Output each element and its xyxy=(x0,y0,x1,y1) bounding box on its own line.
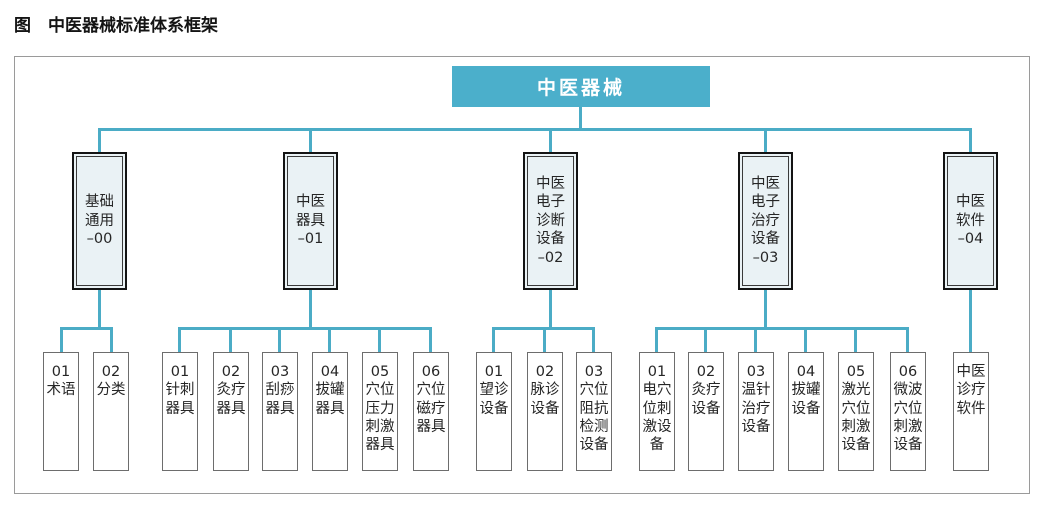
node-group-4-label: 中医 软件 –04 xyxy=(947,156,994,286)
node-g3-c4-label: 05 激光 穴位 刺激 设备 xyxy=(841,364,871,454)
node-g3-c5: 06 微波 穴位 刺激 设备 xyxy=(890,352,926,471)
node-g3-c1-label: 02 灸疗 设备 xyxy=(691,364,721,417)
figure-label: 图 xyxy=(14,16,31,36)
connector-root-stem xyxy=(579,107,582,131)
node-g3-c3: 04 拔罐 设备 xyxy=(788,352,824,471)
node-g1-c3-label: 04 拔罐 器具 xyxy=(315,364,345,417)
node-group-0: 基础 通用 –00 xyxy=(72,152,127,290)
node-group-3-label: 中医 电子 治疗 设备 –03 xyxy=(742,156,789,286)
node-group-1-label: 中医 器具 –01 xyxy=(287,156,334,286)
connector-leaf-drop xyxy=(492,327,495,352)
connector-drop-group-4 xyxy=(969,128,972,154)
connector-leaf-drop xyxy=(804,327,807,352)
node-g0-c1: 02 分类 xyxy=(93,352,129,471)
node-g1-c0: 01 针刺 器具 xyxy=(162,352,198,471)
connector-stem-group-2 xyxy=(549,290,552,330)
node-g3-c1: 02 灸疗 设备 xyxy=(688,352,724,471)
node-g3-c4: 05 激光 穴位 刺激 设备 xyxy=(838,352,874,471)
node-group-2: 中医 电子 诊断 设备 –02 xyxy=(523,152,578,290)
node-g3-c2: 03 温针 治疗 设备 xyxy=(738,352,774,471)
connector-leaf-drop xyxy=(754,327,757,352)
node-g1-c4: 05 穴位 压力 刺激 器具 xyxy=(362,352,398,471)
node-g3-c0-label: 01 电穴 位刺 激设 备 xyxy=(642,364,672,454)
node-g0-c1-label: 02 分类 xyxy=(96,364,126,399)
connector-leaf-drop xyxy=(110,327,113,352)
node-g1-c4-label: 05 穴位 压力 刺激 器具 xyxy=(365,364,395,454)
node-g1-c2-label: 03 刮痧 器具 xyxy=(265,364,295,417)
connector-stem-group-4 xyxy=(969,290,972,352)
figure-caption: 中医器械标准体系框架 xyxy=(48,16,218,36)
node-g1-c5: 06 穴位 磁疗 器具 xyxy=(413,352,449,471)
connector-leaf-drop xyxy=(906,327,909,352)
connector-leaf-drop xyxy=(854,327,857,352)
node-g0-c0-label: 01 术语 xyxy=(46,364,76,399)
node-g2-c1: 02 脉诊 设备 xyxy=(527,352,563,471)
node-group-3: 中医 电子 治疗 设备 –03 xyxy=(738,152,793,290)
connector-leaf-drop xyxy=(543,327,546,352)
connector-leaf-drop xyxy=(429,327,432,352)
connector-leaf-drop xyxy=(328,327,331,352)
node-g1-c0-label: 01 针刺 器具 xyxy=(165,364,195,417)
connector-drop-group-1 xyxy=(309,128,312,154)
node-group-2-label: 中医 电子 诊断 设备 –02 xyxy=(527,156,574,286)
node-g2-c2: 03 穴位 阻抗 检测 设备 xyxy=(576,352,612,471)
node-g4-c0-label: 中医 诊疗 软件 xyxy=(956,364,986,417)
connector-bus-group-3 xyxy=(655,327,909,330)
connector-leaf-drop xyxy=(655,327,658,352)
connector-leaf-drop xyxy=(592,327,595,352)
connector-bus-group-1 xyxy=(178,327,432,330)
connector-main-bus xyxy=(98,128,972,131)
node-g3-c3-label: 04 拔罐 设备 xyxy=(791,364,821,417)
node-g0-c0: 01 术语 xyxy=(43,352,79,471)
node-g1-c1: 02 灸疗 器具 xyxy=(213,352,249,471)
connector-bus-group-0 xyxy=(60,327,113,330)
connector-drop-group-2 xyxy=(549,128,552,154)
connector-drop-group-0 xyxy=(98,128,101,154)
figure-title: 图中医器械标准体系框架 xyxy=(14,11,218,36)
node-g3-c2-label: 03 温针 治疗 设备 xyxy=(741,364,771,435)
node-g1-c5-label: 06 穴位 磁疗 器具 xyxy=(416,364,446,435)
node-g3-c0: 01 电穴 位刺 激设 备 xyxy=(639,352,675,471)
connector-leaf-drop xyxy=(60,327,63,352)
node-g3-c5-label: 06 微波 穴位 刺激 设备 xyxy=(893,364,923,454)
connector-stem-group-3 xyxy=(764,290,767,330)
node-g2-c2-label: 03 穴位 阻抗 检测 设备 xyxy=(579,364,609,454)
node-group-0-label: 基础 通用 –00 xyxy=(76,156,123,286)
node-g2-c0: 01 望诊 设备 xyxy=(476,352,512,471)
connector-leaf-drop xyxy=(704,327,707,352)
node-root: 中医器械 xyxy=(452,66,710,107)
node-g2-c1-label: 02 脉诊 设备 xyxy=(530,364,560,417)
connector-leaf-drop xyxy=(278,327,281,352)
node-group-4: 中医 软件 –04 xyxy=(943,152,998,290)
node-g1-c3: 04 拔罐 器具 xyxy=(312,352,348,471)
node-g1-c2: 03 刮痧 器具 xyxy=(262,352,298,471)
connector-leaf-drop xyxy=(178,327,181,352)
connector-drop-group-3 xyxy=(764,128,767,154)
connector-leaf-drop xyxy=(378,327,381,352)
node-group-1: 中医 器具 –01 xyxy=(283,152,338,290)
connector-stem-group-0 xyxy=(98,290,101,330)
node-g2-c0-label: 01 望诊 设备 xyxy=(479,364,509,417)
node-g4-c0: 中医 诊疗 软件 xyxy=(953,352,989,471)
node-g1-c1-label: 02 灸疗 器具 xyxy=(216,364,246,417)
connector-stem-group-1 xyxy=(309,290,312,330)
connector-leaf-drop xyxy=(229,327,232,352)
